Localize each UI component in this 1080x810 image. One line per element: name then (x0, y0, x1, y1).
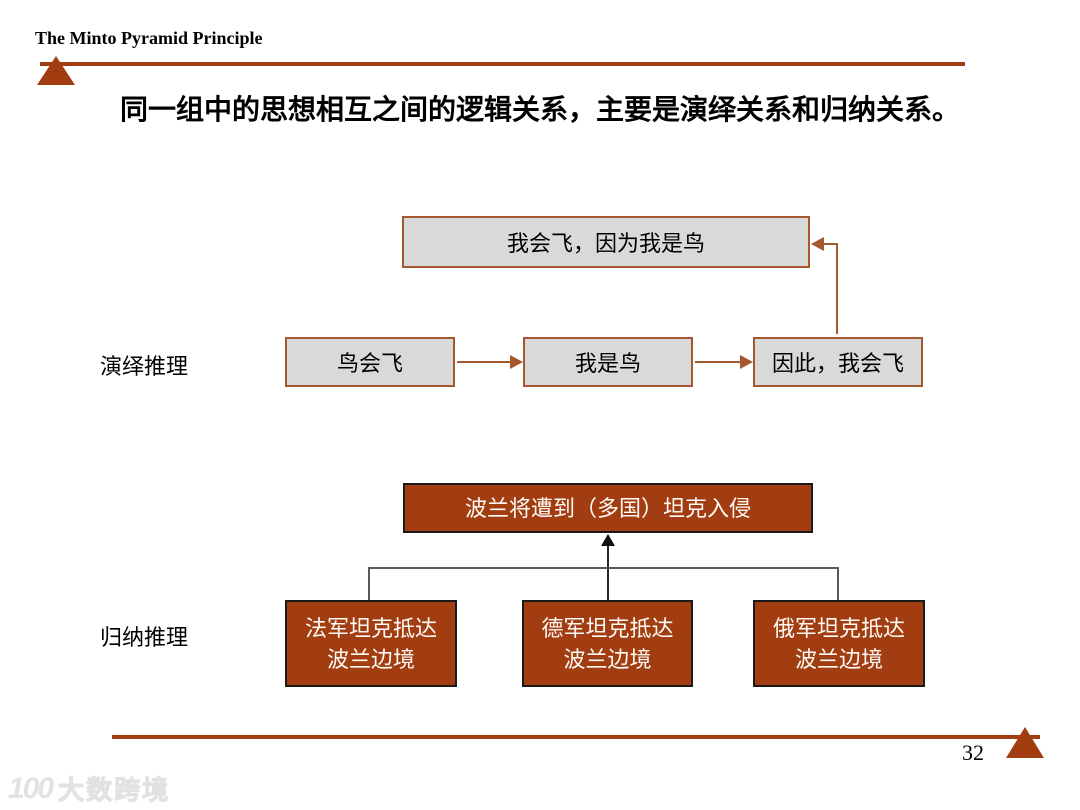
header-triangle-icon (37, 56, 75, 85)
inductive-evidence-box-2: 德军坦克抵达 波兰边境 (522, 600, 693, 687)
arrow-line (695, 361, 741, 363)
watermark: 100 大数跨境 (8, 770, 170, 807)
deductive-premise-box-1: 鸟会飞 (285, 337, 455, 387)
watermark-text: 大数跨境 (58, 775, 171, 806)
header-rule (40, 62, 965, 66)
deductive-premise-box-3: 因此，我会飞 (753, 337, 923, 387)
footer-triangle-icon (1006, 727, 1044, 758)
elbow-connector-vertical (836, 243, 838, 334)
deductive-premise-box-2: 我是鸟 (523, 337, 693, 387)
bracket-stub-left (368, 567, 370, 600)
arrow-up-icon (601, 534, 615, 546)
slide-title: 同一组中的思想相互之间的逻辑关系，主要是演绎关系和归纳关系。 (119, 95, 960, 126)
arrow-left-icon (811, 237, 824, 251)
inductive-conclusion-box: 波兰将遭到（多国）坦克入侵 (403, 483, 813, 533)
deductive-conclusion-box: 我会飞，因为我是鸟 (402, 216, 810, 268)
inductive-label: 归纳推理 (100, 625, 189, 650)
arrow-line (457, 361, 513, 363)
bracket-stub-right (837, 567, 839, 600)
deductive-label: 演绎推理 (100, 354, 189, 379)
watermark-logo-icon: 100 (8, 771, 54, 805)
elbow-connector-horizontal (824, 243, 838, 245)
header-title: The Minto Pyramid Principle (35, 28, 263, 48)
arrow-right-icon (510, 355, 523, 369)
inductive-evidence-box-3: 俄军坦克抵达 波兰边境 (753, 600, 925, 687)
page-number: 32 (962, 740, 984, 765)
footer-rule (112, 735, 1040, 739)
up-arrow-line (607, 545, 609, 600)
inductive-evidence-box-1: 法军坦克抵达 波兰边境 (285, 600, 457, 687)
bracket-horizontal (369, 567, 839, 569)
arrow-right-icon (740, 355, 753, 369)
